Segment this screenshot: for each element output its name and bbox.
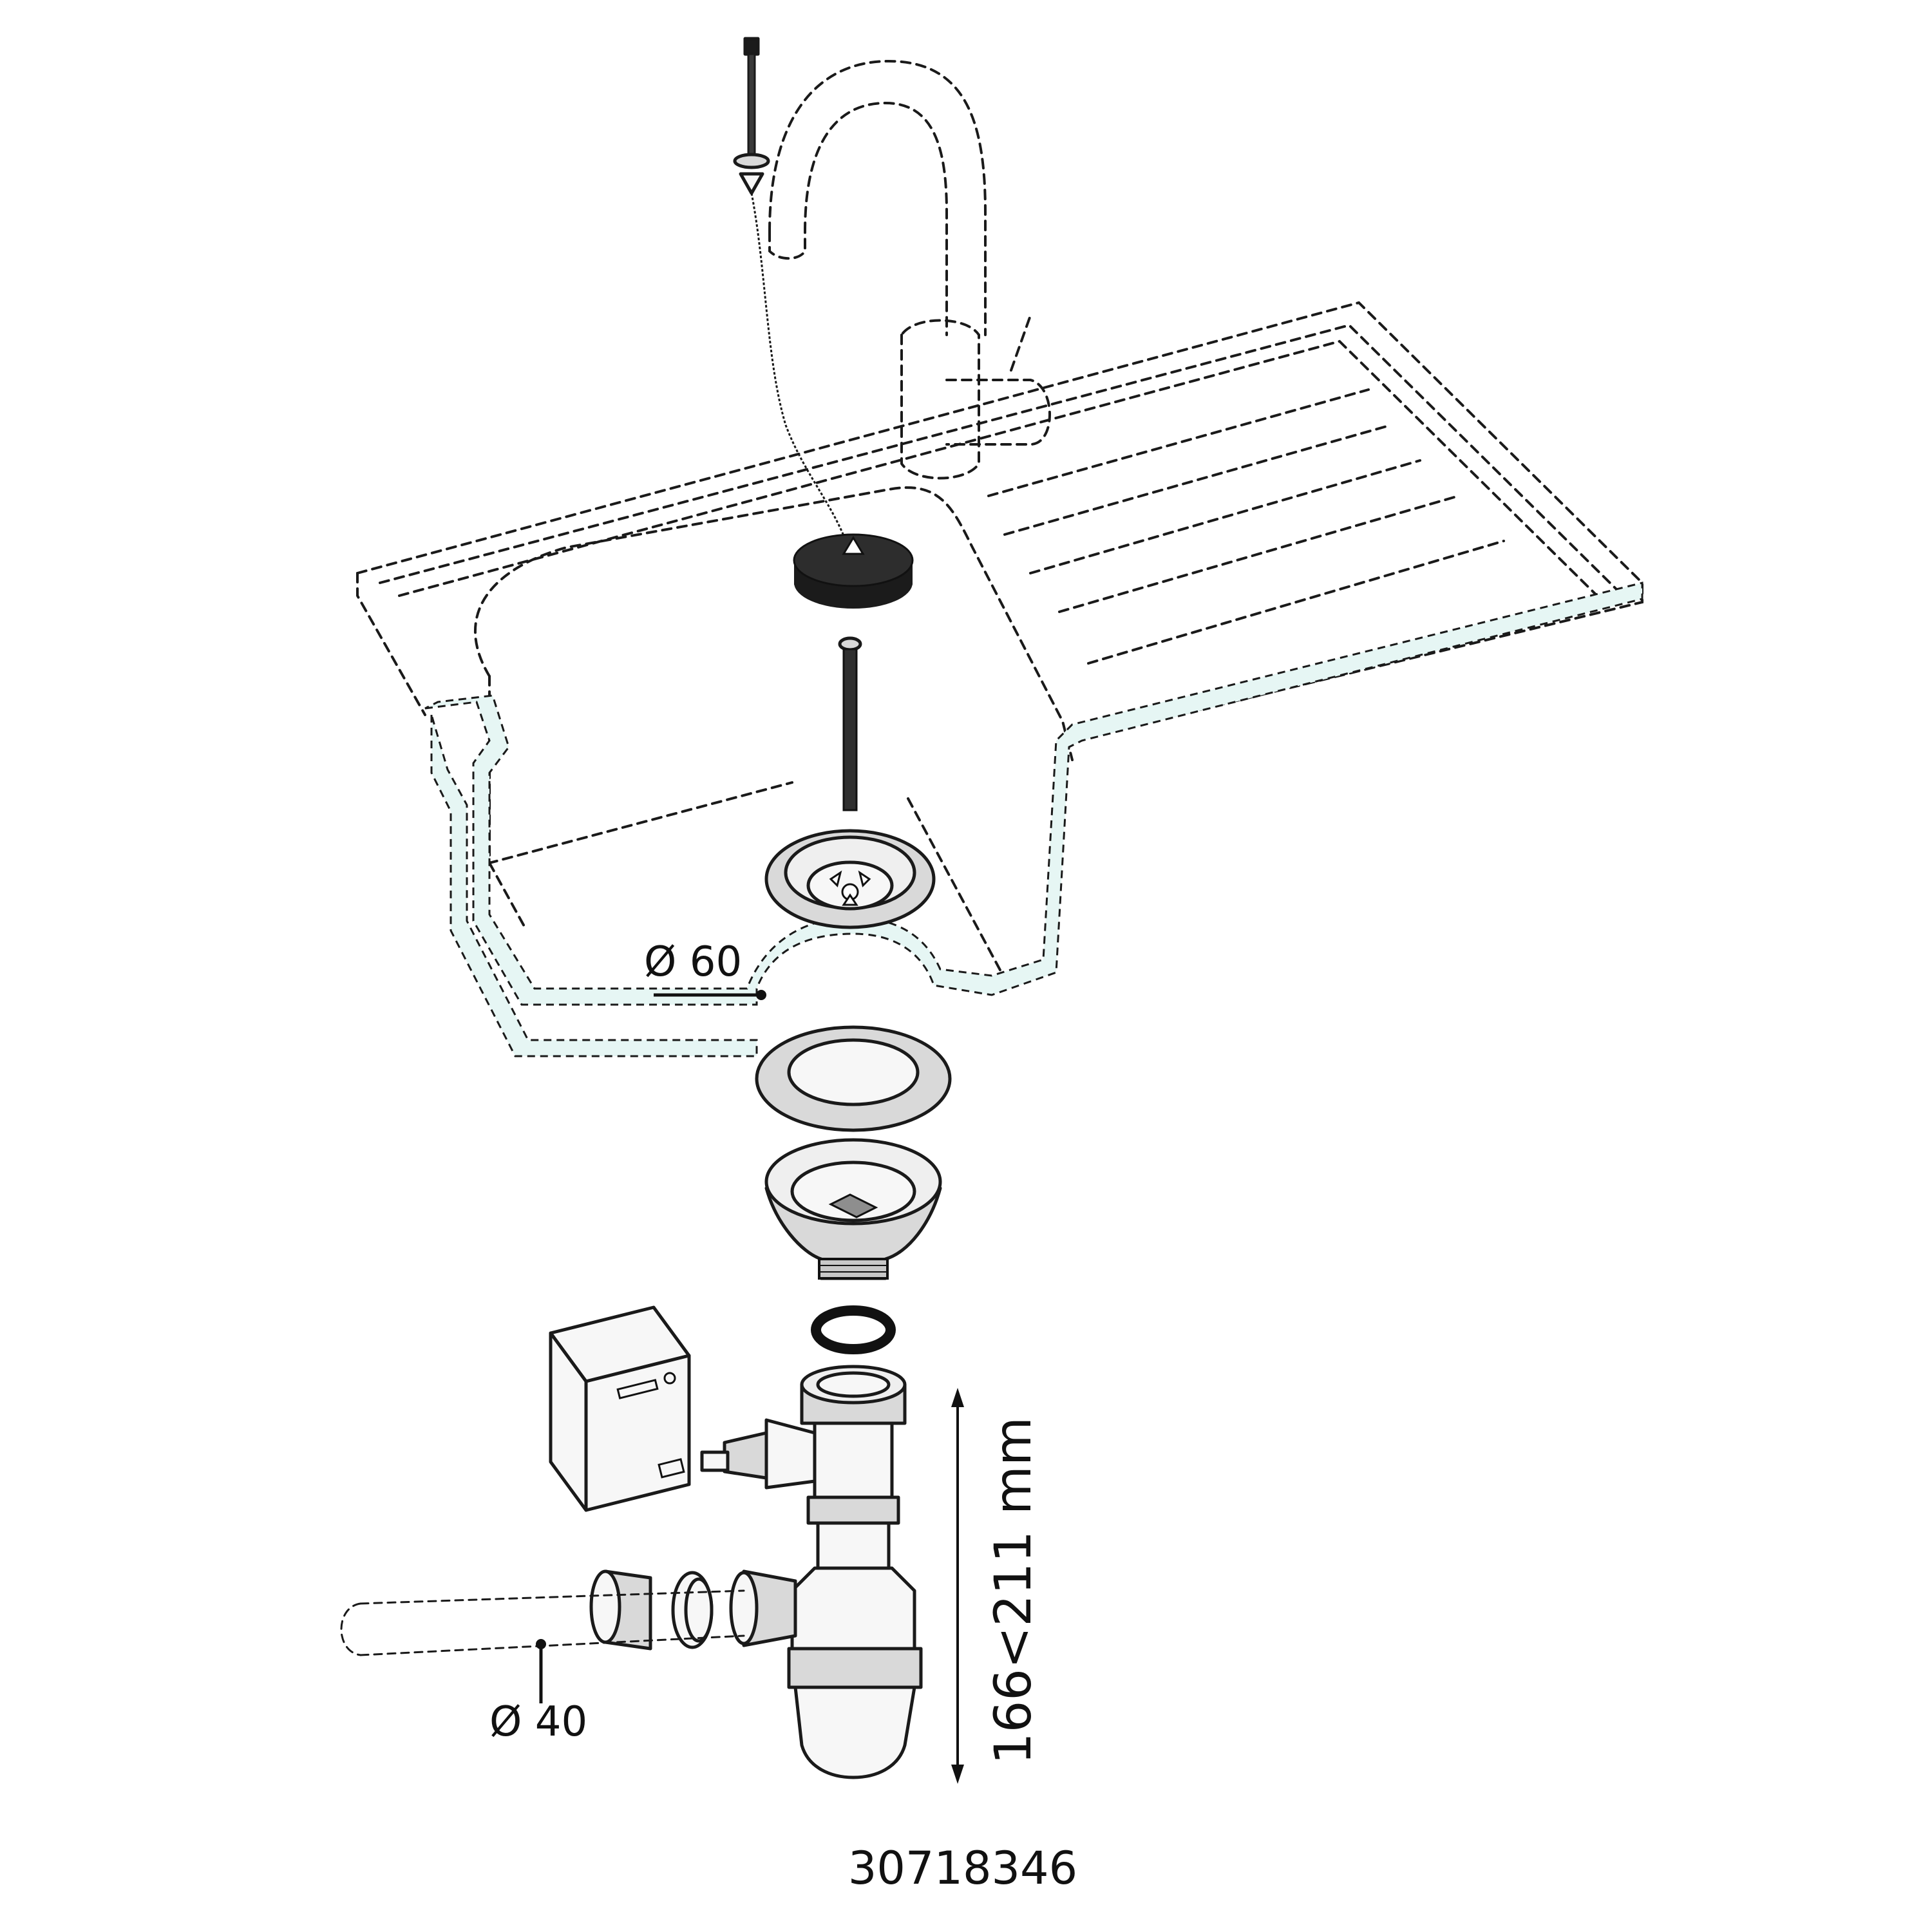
washing-machine-icon [549,1305,691,1512]
bottle-trap [700,1365,923,1779]
rubber-stopper [793,533,914,609]
pipe-diameter-callout: Ø 40 [489,1639,587,1746]
pipe-diameter-label: Ø 40 [489,1698,587,1746]
chain-anchor-screw [733,37,770,195]
sink-outlet-diameter-label: Ø 60 [644,938,742,986]
strainer-flange [764,829,936,929]
drain-basket-body [764,1138,942,1280]
sink-cross-section [424,582,1643,1057]
o-ring-seal [811,1305,896,1354]
outlet-cone-seal [671,1571,714,1649]
sink-outlet-diameter-callout: Ø 60 [644,938,766,1000]
height-range-label: 166<211 mm [985,1417,1043,1765]
outlet-nut [589,1569,652,1651]
sink-outline [356,301,1643,974]
stopper-chain [750,193,851,554]
height-dimension: 166<211 mm [951,1388,1043,1784]
flat-gasket [755,1025,952,1132]
faucet-outline [768,59,1051,480]
article-number: 30718346 [848,1842,1077,1895]
waste-pipe-outline [340,1589,745,1656]
strainer-screw [838,636,862,811]
